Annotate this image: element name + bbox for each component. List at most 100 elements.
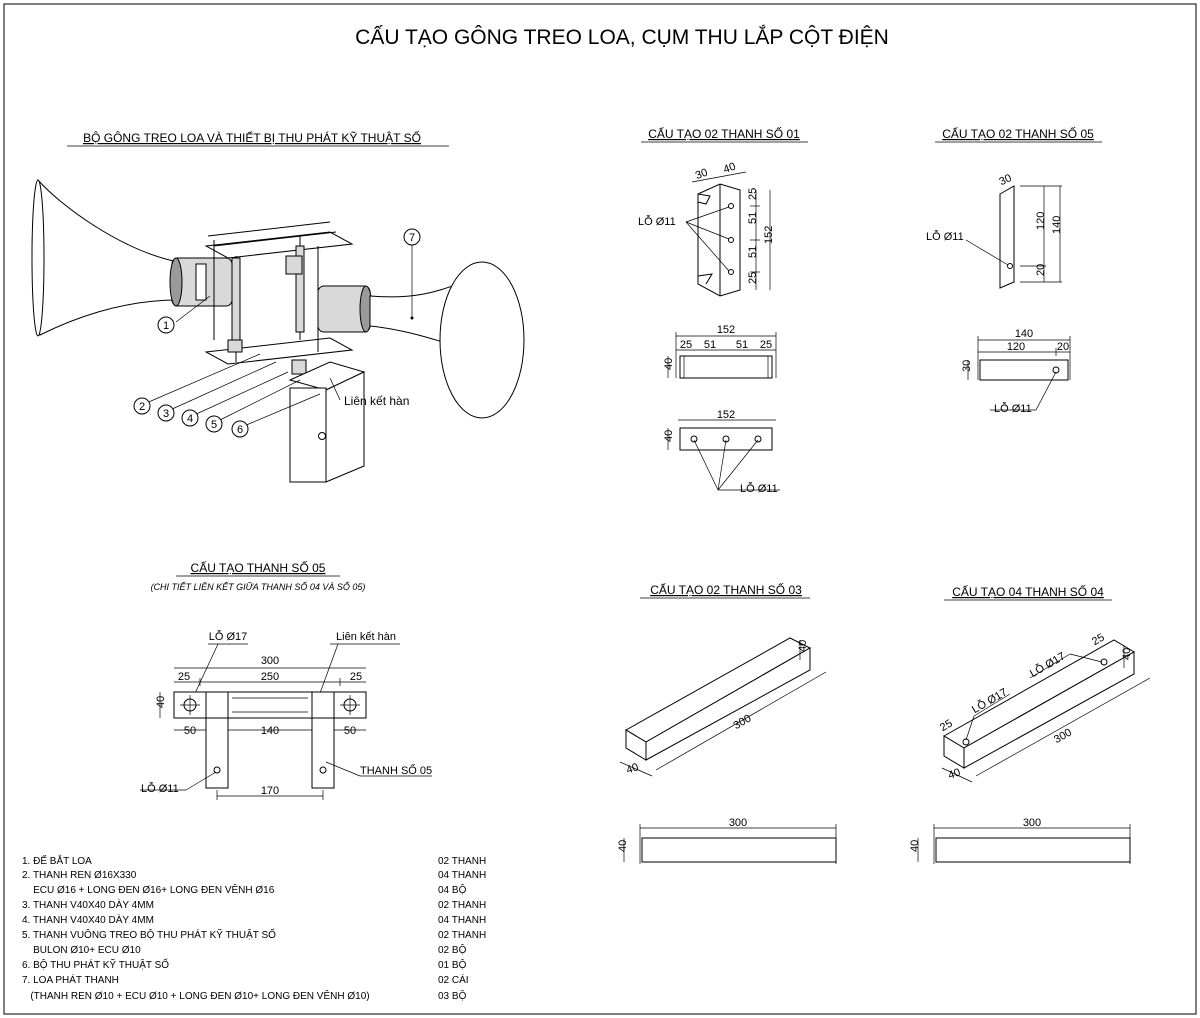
hole17-label: LỖ Ø17 [209,630,248,643]
bar01-hole-label: LỖ Ø11 [638,215,676,228]
part-name: 6. BỘ THU PHÁT KỸ THUẬT SỐ [22,957,169,971]
callout-2: 2 [133,397,151,415]
part-name: 4. THANH V40X40 DÀY 4MM [22,913,154,926]
page-title: CẤU TẠO GÔNG TREO LOA, CỤM THU LẮP CỘT Đ… [355,25,889,49]
bar01-side-dim: 25 [760,339,772,351]
bar03-plan-dim: 300 [729,817,747,829]
bar01-plan-dim: 152 [717,409,735,421]
bar04-plan-dim: 40 [909,840,921,852]
part-name: 1. ĐẾ BẮT LOA [22,854,92,867]
left-horn [31,178,179,336]
bar05-detail-dim: 300 [261,655,279,667]
bar05-side-dim: 20 [1057,341,1069,353]
bar03-iso-flange [625,637,812,743]
bar05-detail-leg-left [205,717,229,789]
bar01-dim: 25 [747,272,759,284]
assembly-heading: BỘ GÔNG TREO LOA VÀ THIẾT BỊ THU PHÁT KỸ… [83,130,421,145]
bar05-iso-dim: 20 [1035,264,1047,276]
bar04-iso-dim: 25 [938,718,955,735]
part-qty: 04 THANH [438,915,486,926]
top-bar [204,231,354,259]
parts-list-row: ECU Ø16 + LONG ĐEN Ø16+ LONG ĐEN VÊNH Ø1… [22,883,467,896]
parts-list-row: 1. ĐẾ BẮT LOA 02 THANH [22,854,486,867]
parts-list-row: 7. LOA PHÁT THANH 02 CÁI [22,973,469,986]
bar01-dim: 25 [747,188,759,200]
svg-text:7: 7 [409,232,415,244]
bar05-detail-body [173,691,367,719]
part-name: BULON Ø10+ ECU Ø10 [22,945,141,956]
bar04-plan-dim: 300 [1023,817,1041,829]
bar01-dim: 152 [763,226,775,244]
bar05-hole-label: LỖ Ø11 [926,230,964,243]
svg-text:4: 4 [187,413,193,425]
bar03-section: CẤU TẠO 02 THANH SỐ 03 40 300 40 300 40 [617,582,837,864]
bar05-top-heading: CẤU TẠO 02 THANH SỐ 05 [942,126,1094,141]
bar05-detail-dim: 25 [350,671,362,683]
bar05-detail-leg-right [311,717,335,789]
part-qty: 02 THANH [438,856,486,867]
bar05-detail-bar-label: THANH SỐ 05 [360,763,432,777]
bar05-iso-body [999,185,1015,289]
bar01-side-view [679,355,773,379]
assembly-view: BỘ GÔNG TREO LOA VÀ THIẾT BỊ THU PHÁT KỸ… [31,130,525,483]
bar05-side-dim: 30 [961,360,973,372]
bar04-iso-flange [943,639,1135,749]
part-name: 3. THANH V40X40 DÀY 4MM [22,898,154,911]
bar04-heading: CẤU TẠO 04 THANH SỐ 04 [952,584,1104,599]
bar03-iso-web [645,647,811,761]
bar05-side-dim: 140 [1015,328,1033,340]
callout-4: 4 [181,409,199,427]
parts-list-row: 6. BỘ THU PHÁT KỸ THUẬT SỐ 01 BỘ [22,957,467,971]
parts-list-row: 4. THANH V40X40 DÀY 4MM 04 THANH [22,913,486,926]
bar01-heading: CẤU TẠO 02 THANH SỐ 01 [648,126,800,141]
bar01-side-dim: 51 [736,339,748,351]
bar01-plan-dim: 40 [663,430,675,442]
svg-text:3: 3 [163,408,169,420]
part-name: (THANH REN Ø10 + ECU Ø10 + LONG ĐEN Ø10+… [22,989,370,1002]
bar05-detail-dim: 40 [155,696,167,708]
bar01-side-dim: 51 [704,339,716,351]
callout-7: 7 [403,228,421,246]
svg-text:6: 6 [237,424,243,436]
bar01-section: CẤU TẠO 02 THANH SỐ 01 LỖ Ø11 30 40 25 5… [638,126,808,495]
bottom-bar [204,337,354,365]
bar05-detail-dim: 50 [344,725,356,737]
bar05-side-view [979,359,1069,381]
parts-list-row: 5. THANH VUÔNG TREO BỘ THU PHÁT KỸ THUẬT… [22,927,486,941]
part-qty: 03 BỘ [438,989,467,1002]
bar05-detail-dim: 25 [178,671,190,683]
bar05-detail-dim: 170 [261,785,279,797]
bar05-detail-dim: 140 [261,725,279,737]
callout-1: 1 [157,316,175,334]
bar03-plan-view [641,837,837,863]
receiver-box-front [325,371,365,483]
receiver-box-side [289,387,327,483]
bar01-dim: 51 [747,246,759,258]
part-name: ECU Ø16 + LONG ĐEN Ø16+ LONG ĐEN VÊNH Ø1… [22,883,275,896]
bar01-side-dim: 40 [663,358,675,370]
bar04-iso-web [963,651,1135,769]
part-name: 7. LOA PHÁT THANH [22,973,119,986]
bar05-detail-subheading: (CHI TIẾT LIÊN KẾT GIỮA THANH SỐ 04 VÀ S… [151,581,366,592]
part-qty: 02 CÁI [438,973,469,986]
bar05-detail-hole11-label: LỖ Ø11 [141,782,179,795]
bar05-side-hole-label: LỖ Ø11 [994,402,1032,415]
bar04-iso-dim: 40 [947,766,963,781]
bar04-iso-dim: 300 [1052,726,1074,746]
bar03-plan-dim: 40 [617,840,629,852]
bar05-iso-dim: 140 [1051,216,1063,234]
bar04-plan-view [935,837,1131,863]
callout-5: 5 [205,415,223,433]
bar05-iso-dim: 30 [997,172,1013,188]
svg-text:2: 2 [139,401,145,413]
assembly-weld-label: Liên kết hàn [344,394,409,408]
bar05-iso-dim: 120 [1035,212,1047,230]
part-qty: 02 BỘ [438,943,467,956]
svg-text:5: 5 [211,419,217,431]
part-qty: 02 THANH [438,930,486,941]
part-qty: 04 THANH [438,870,486,881]
bar04-section: CẤU TẠO 04 THANH SỐ 04 LỖ Ø17 LỖ Ø17 25 … [909,584,1151,864]
callout-6: 6 [231,420,249,438]
bar05-detail-heading: CẤU TẠO THANH SỐ 05 [191,560,326,575]
